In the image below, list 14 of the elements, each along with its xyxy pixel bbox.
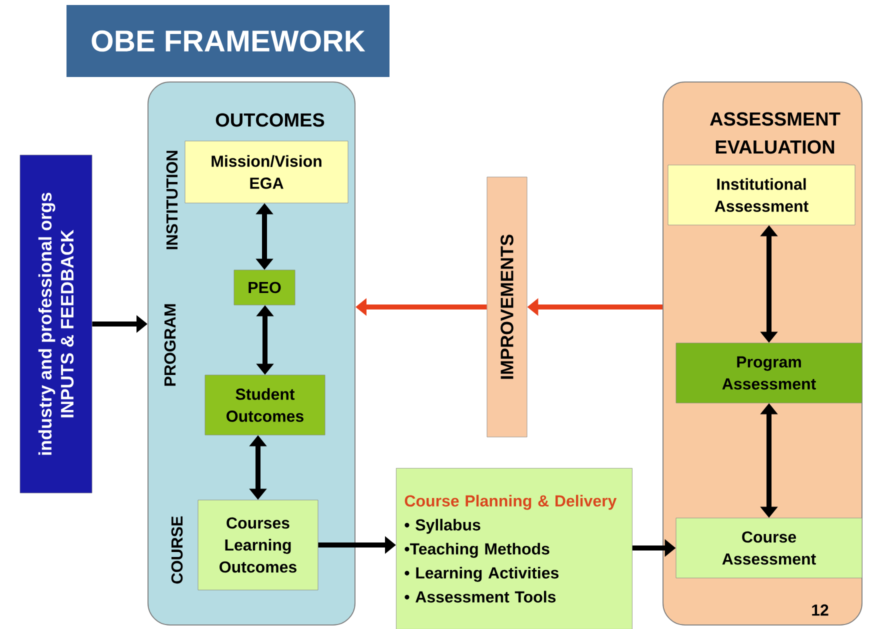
process-box: Courses Learning Outcomes [198, 500, 318, 590]
process-box: PEO [234, 270, 296, 306]
section-label: COURSE [171, 516, 183, 584]
sidebar-box: IMPROVEMENTS [486, 176, 528, 438]
process-box: Institutional Assessment [668, 164, 856, 226]
process-box: Program Assessment [676, 342, 862, 404]
page-number: 12 [812, 604, 828, 616]
text-box: Course Planning & Delivery • Syllabus •Teaching Methods • Learning Activities • Assessment Tools [396, 468, 632, 629]
process-box: Mission/Vision EGA [184, 140, 348, 204]
sidebar-box: industry and professional orgs INPUTS & FEEDBACK [20, 154, 92, 494]
process-box: Course Assessment [676, 518, 862, 578]
section-label: PROGRAM [164, 304, 176, 386]
process-box: Student Outcomes [204, 374, 326, 436]
title-banner: OBE FRAMEWORK [66, 5, 390, 77]
